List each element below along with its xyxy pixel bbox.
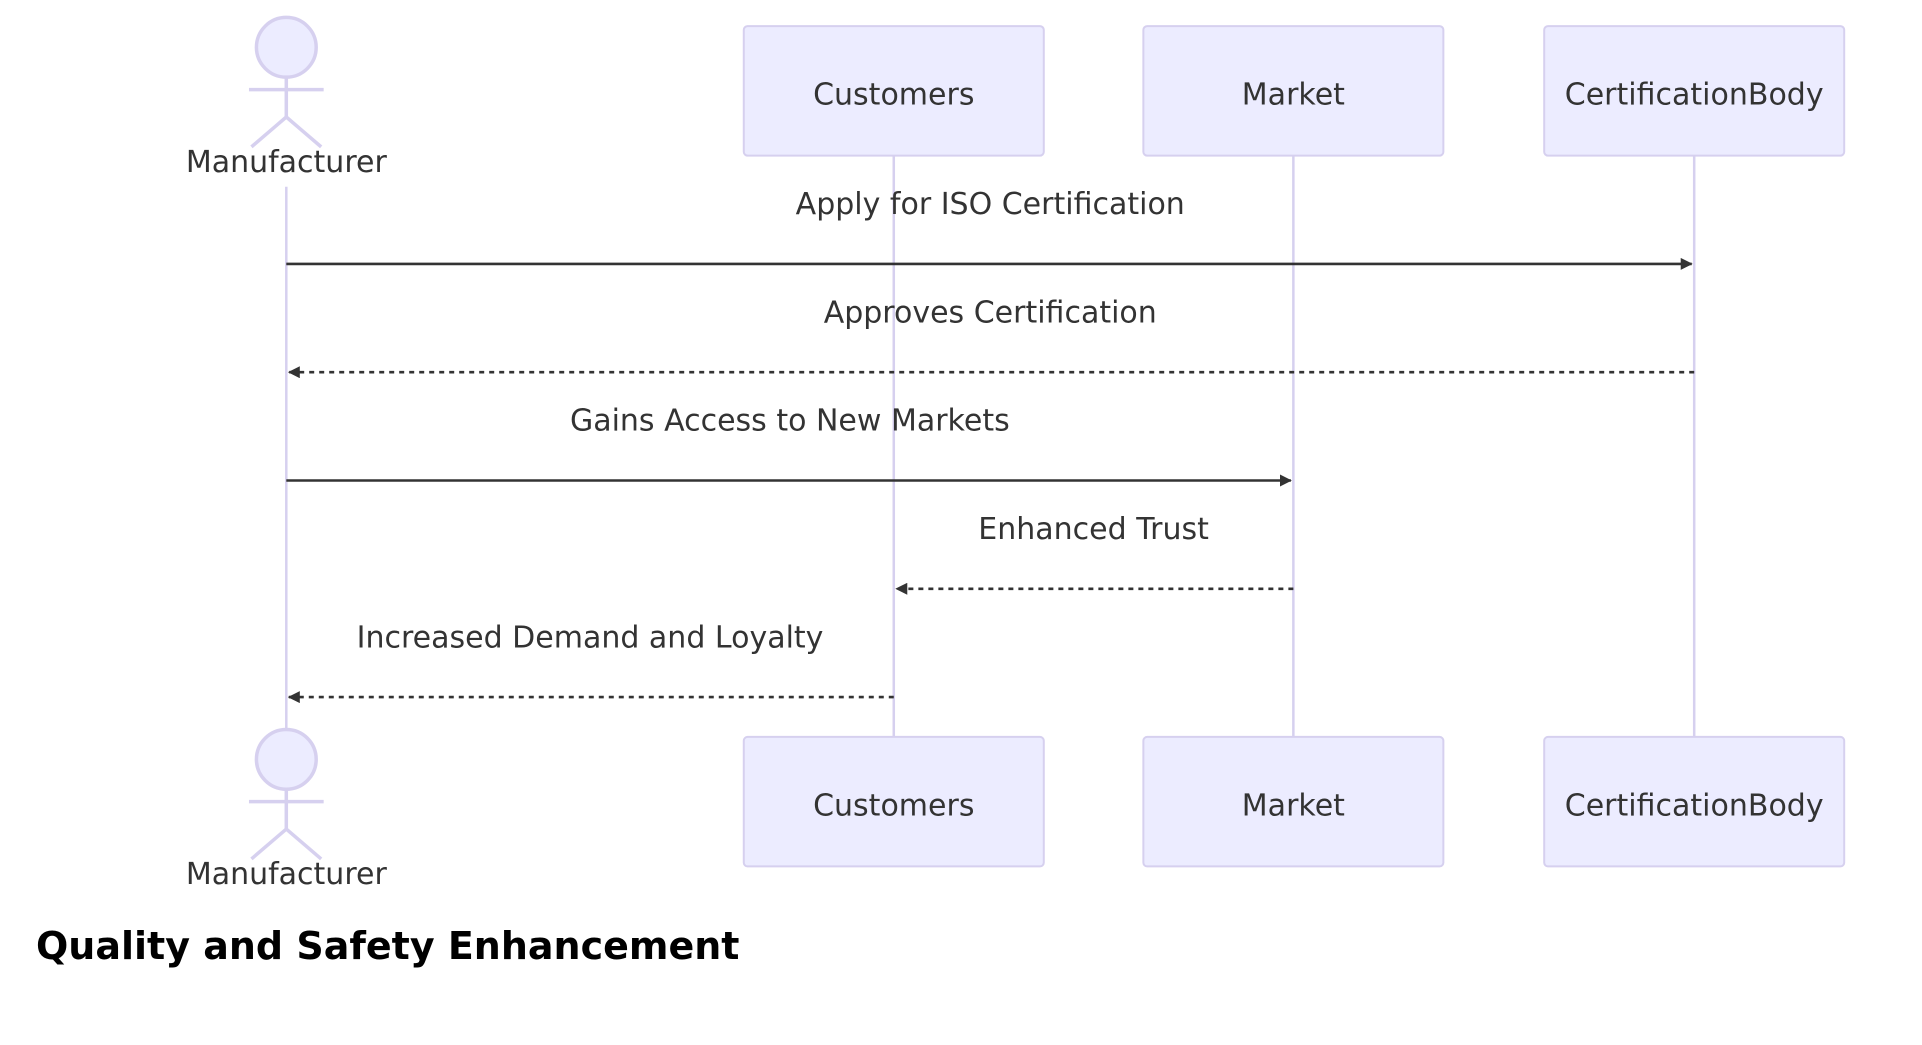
actor-right-leg-icon xyxy=(285,827,323,861)
message-label: Approves Certification xyxy=(824,295,1157,330)
message-4: Enhanced Trust xyxy=(895,512,1294,595)
participant-customers-bottom: Customers xyxy=(742,735,1045,868)
message-2: Approves Certification xyxy=(287,295,1695,379)
message-1: Apply for ISO Certification xyxy=(286,187,1693,270)
participant-box xyxy=(742,735,1045,868)
actor-left-leg-icon xyxy=(250,827,288,861)
participant-box xyxy=(1142,25,1445,157)
participant-label: Market xyxy=(1242,78,1345,113)
actor-label: Manufacturer xyxy=(186,145,388,180)
actor-head-icon xyxy=(254,15,318,79)
message-5: Increased Demand and Loyalty xyxy=(287,620,894,704)
participant-market-bottom: Market xyxy=(1142,735,1445,868)
participant-customers-top: Customers xyxy=(742,25,1045,157)
message-3: Gains Access to New Markets xyxy=(286,404,1292,487)
actor-head-icon xyxy=(254,727,318,791)
participant-box xyxy=(1543,25,1846,157)
actor-left-leg-icon xyxy=(250,115,288,149)
actor-bottom: Manufacturer xyxy=(186,727,388,892)
message-label: Gains Access to New Markets xyxy=(570,404,1010,439)
participant-label: CertificationBody xyxy=(1565,78,1824,113)
participant-label: Customers xyxy=(813,788,974,823)
actor-top: Manufacturer xyxy=(186,15,388,180)
message-label: Increased Demand and Loyalty xyxy=(357,620,824,655)
actor-right-leg-icon xyxy=(285,115,323,149)
participant-label: Customers xyxy=(813,78,974,113)
participant-box xyxy=(1142,735,1445,868)
participant-box xyxy=(1543,735,1846,868)
diagram-title: Quality and Safety Enhancement xyxy=(36,924,740,968)
message-label: Enhanced Trust xyxy=(978,512,1209,547)
participant-certification-bottom: CertificationBody xyxy=(1543,735,1846,868)
participant-label: Market xyxy=(1242,788,1345,823)
participant-box xyxy=(742,25,1045,157)
participant-certification-top: CertificationBody xyxy=(1543,25,1846,157)
actor-label: Manufacturer xyxy=(186,857,388,892)
message-label: Apply for ISO Certification xyxy=(796,187,1185,222)
participant-market-top: Market xyxy=(1142,25,1445,157)
participant-label: CertificationBody xyxy=(1565,788,1824,823)
